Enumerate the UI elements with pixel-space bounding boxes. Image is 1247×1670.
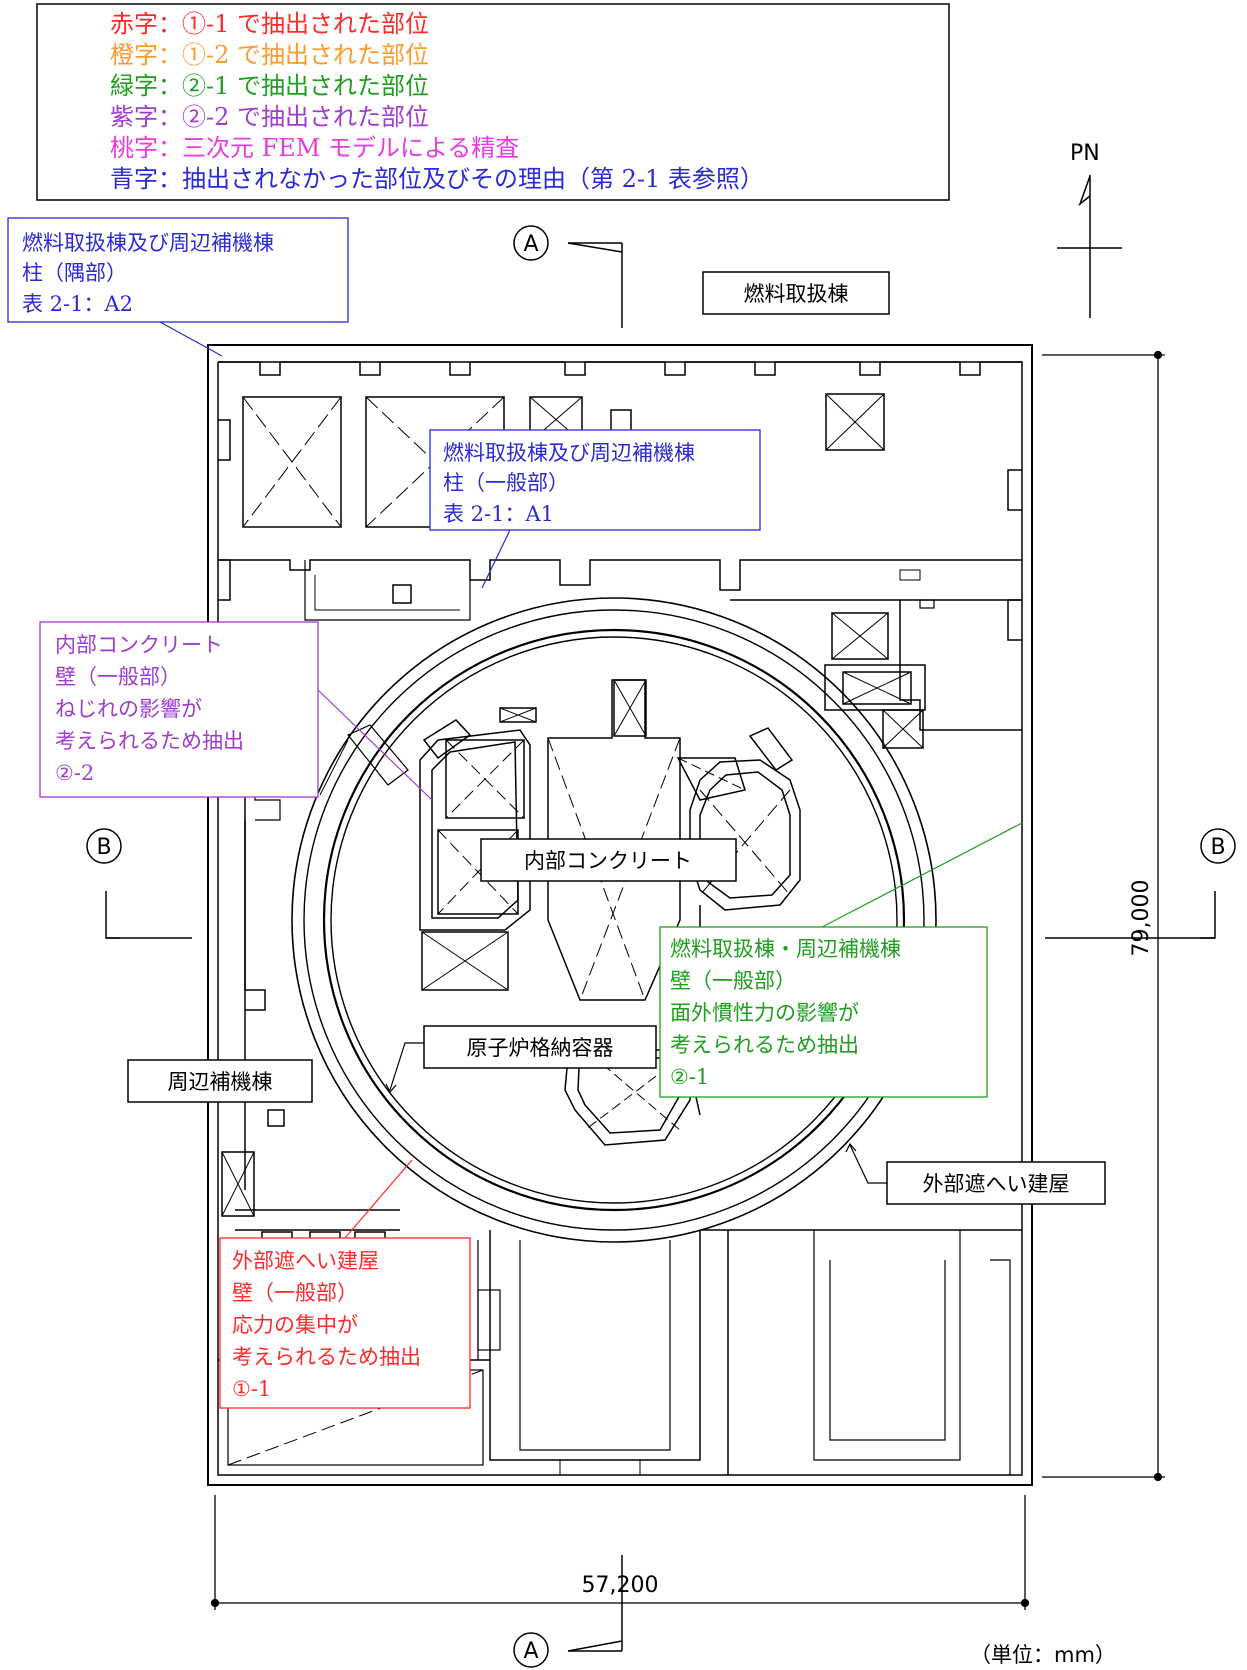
section-label-b-right: B [1210, 835, 1225, 860]
fuel-building-label: 燃料取扱棟 [702, 271, 890, 315]
outer-shield-text: 外部遮へい建屋 [923, 1172, 1070, 1196]
containment-label: 原子炉格納容器 [423, 1025, 657, 1069]
callout-line: 表 2-1：A2 [22, 292, 133, 316]
legend-item: 橙字：①-2 で抽出された部位 [110, 41, 429, 69]
section-marker-a-bottom [513, 1555, 623, 1668]
callout-line: ねじれの影響が [55, 697, 202, 721]
callout-line: ②-1 [670, 1065, 709, 1089]
containment-text: 原子炉格納容器 [467, 1036, 614, 1060]
callout-line: 内部コンクリート [55, 633, 223, 657]
callout-inner-concrete-wall: 内部コンクリート 壁（一般部） ねじれの影響が 考えられるため抽出 ②-2 [39, 621, 433, 801]
callout-line: 壁（一般部） [55, 665, 181, 689]
callout-outer-shield-wall: 外部遮へい建屋 壁（一般部） 応力の集中が 考えられるため抽出 ①-1 [219, 1159, 471, 1409]
unit-note: （単位：mm） [970, 1643, 1116, 1667]
callout-column-general: 燃料取扱棟及び周辺補機棟 柱（一般部） 表 2-1：A1 [429, 429, 761, 589]
legend-item: 青字：抽出されなかった部位及びその理由（第 2-1 表参照） [110, 165, 764, 193]
callout-line: 考えられるため抽出 [55, 729, 244, 753]
callout-fuel-aux-wall: 燃料取扱棟・周辺補機棟 壁（一般部） 面外慣性力の影響が 考えられるため抽出 ②… [659, 822, 1023, 1098]
callout-line: 応力の集中が [232, 1313, 358, 1337]
outer-shield-building [291, 597, 937, 1243]
callout-line: 考えられるため抽出 [670, 1033, 859, 1057]
callout-line: 壁（一般部） [670, 969, 796, 993]
legend-item: 緑字：②-1 で抽出された部位 [110, 72, 429, 100]
callout-line: 燃料取扱棟及び周辺補機棟 [443, 441, 695, 465]
section-marker-a-top [513, 225, 623, 328]
height-dimension-value: 79,000 [1129, 880, 1154, 957]
callout-line: 外部遮へい建屋 [232, 1249, 379, 1273]
legend-item: 桃字：三次元 FEM モデルによる精査 [110, 134, 519, 162]
height-dimension [1042, 350, 1165, 1482]
section-label-a-bottom: A [523, 1639, 538, 1664]
callout-line: 壁（一般部） [232, 1281, 358, 1305]
legend: 赤字：①-1 で抽出された部位 橙字：①-2 で抽出された部位 緑字：②-1 で… [36, 3, 950, 201]
legend-item: 紫字：②-2 で抽出された部位 [110, 103, 429, 131]
section-marker-b-right [1045, 828, 1236, 939]
outer-shield-label: 外部遮へい建屋 [886, 1161, 1106, 1205]
label-leaders [385, 1042, 887, 1184]
fuel-building-text: 燃料取扱棟 [744, 282, 849, 306]
aux-building-label: 周辺補機棟 [127, 1059, 313, 1103]
inner-concrete-text: 内部コンクリート [524, 849, 692, 873]
building-outline [207, 344, 1033, 1486]
callout-line: ②-2 [55, 761, 94, 785]
callout-column-corner: 燃料取扱棟及び周辺補機棟 柱（隅部） 表 2-1：A2 [7, 217, 349, 357]
section-marker-b-left [86, 828, 192, 939]
north-label: PN [1070, 141, 1100, 166]
callout-line: 柱（隅部） [22, 261, 127, 285]
section-label-a-top: A [523, 232, 538, 257]
width-dimension [210, 1495, 1030, 1610]
containment-vessel [330, 636, 898, 1204]
callout-line: ①-1 [232, 1377, 271, 1401]
callout-line: 燃料取扱棟・周辺補機棟 [670, 937, 901, 961]
callout-line: 考えられるため抽出 [232, 1345, 421, 1369]
callout-line: 表 2-1：A1 [443, 502, 554, 526]
callout-line: 燃料取扱棟及び周辺補機棟 [22, 231, 274, 255]
callout-line: 柱（一般部） [443, 471, 569, 495]
inner-concrete-label: 内部コンクリート [480, 838, 737, 882]
width-dimension-value: 57,200 [582, 1573, 659, 1598]
legend-item: 赤字：①-1 で抽出された部位 [110, 10, 429, 38]
aux-building-text: 周辺補機棟 [168, 1070, 273, 1094]
callout-line: 面外慣性力の影響が [670, 1001, 859, 1025]
aux-building-rooms [824, 612, 926, 749]
north-arrow-icon [1057, 175, 1122, 318]
section-label-b-left: B [96, 835, 111, 860]
